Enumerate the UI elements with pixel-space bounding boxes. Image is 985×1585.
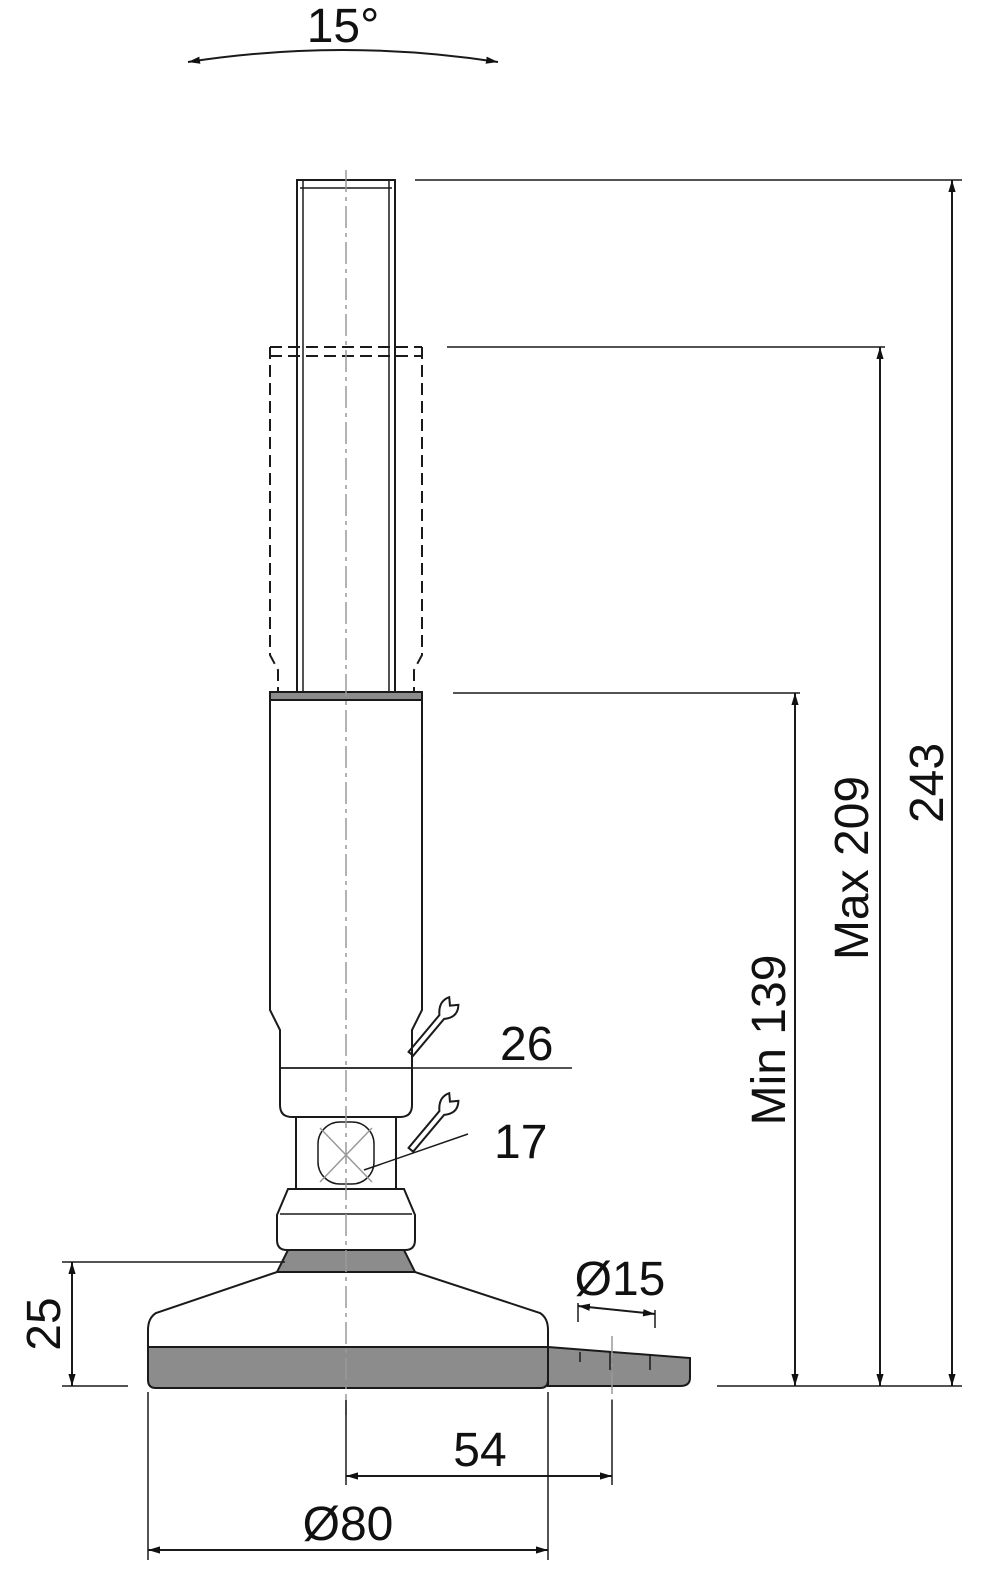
wrench-callout-lower: 17 xyxy=(363,1091,547,1171)
hole-diameter-label: Ø15 xyxy=(575,1253,666,1306)
wrench-icon xyxy=(407,1091,460,1154)
base-plate xyxy=(147,1271,549,1389)
tilt-angle-dimension: 15° xyxy=(187,0,499,64)
hole-diameter-dimension: Ø15 xyxy=(575,1253,666,1328)
wrench-size-lower: 17 xyxy=(494,1116,547,1169)
wrench-icon xyxy=(407,995,460,1058)
base-height-dimension: 25 xyxy=(18,1261,285,1387)
base-diameter-dimension: Ø80 xyxy=(147,1392,549,1560)
tilt-angle-label: 15° xyxy=(307,0,380,53)
max-height-label: Max 209 xyxy=(826,776,879,960)
hole-offset-dimension: 54 xyxy=(345,1400,613,1485)
total-height-label: 243 xyxy=(901,743,954,823)
wrench-callout-upper: 26 xyxy=(280,995,572,1071)
height-dimensions: 243 Max 209 Min 139 xyxy=(415,179,962,1387)
base-height-label: 25 xyxy=(18,1297,71,1350)
fixing-lug xyxy=(547,1336,691,1400)
base-diameter-label: Ø80 xyxy=(303,1498,394,1551)
min-height-label: Min 139 xyxy=(743,955,796,1126)
wrench-size-upper: 26 xyxy=(500,1018,553,1071)
hole-offset-label: 54 xyxy=(453,1424,506,1477)
